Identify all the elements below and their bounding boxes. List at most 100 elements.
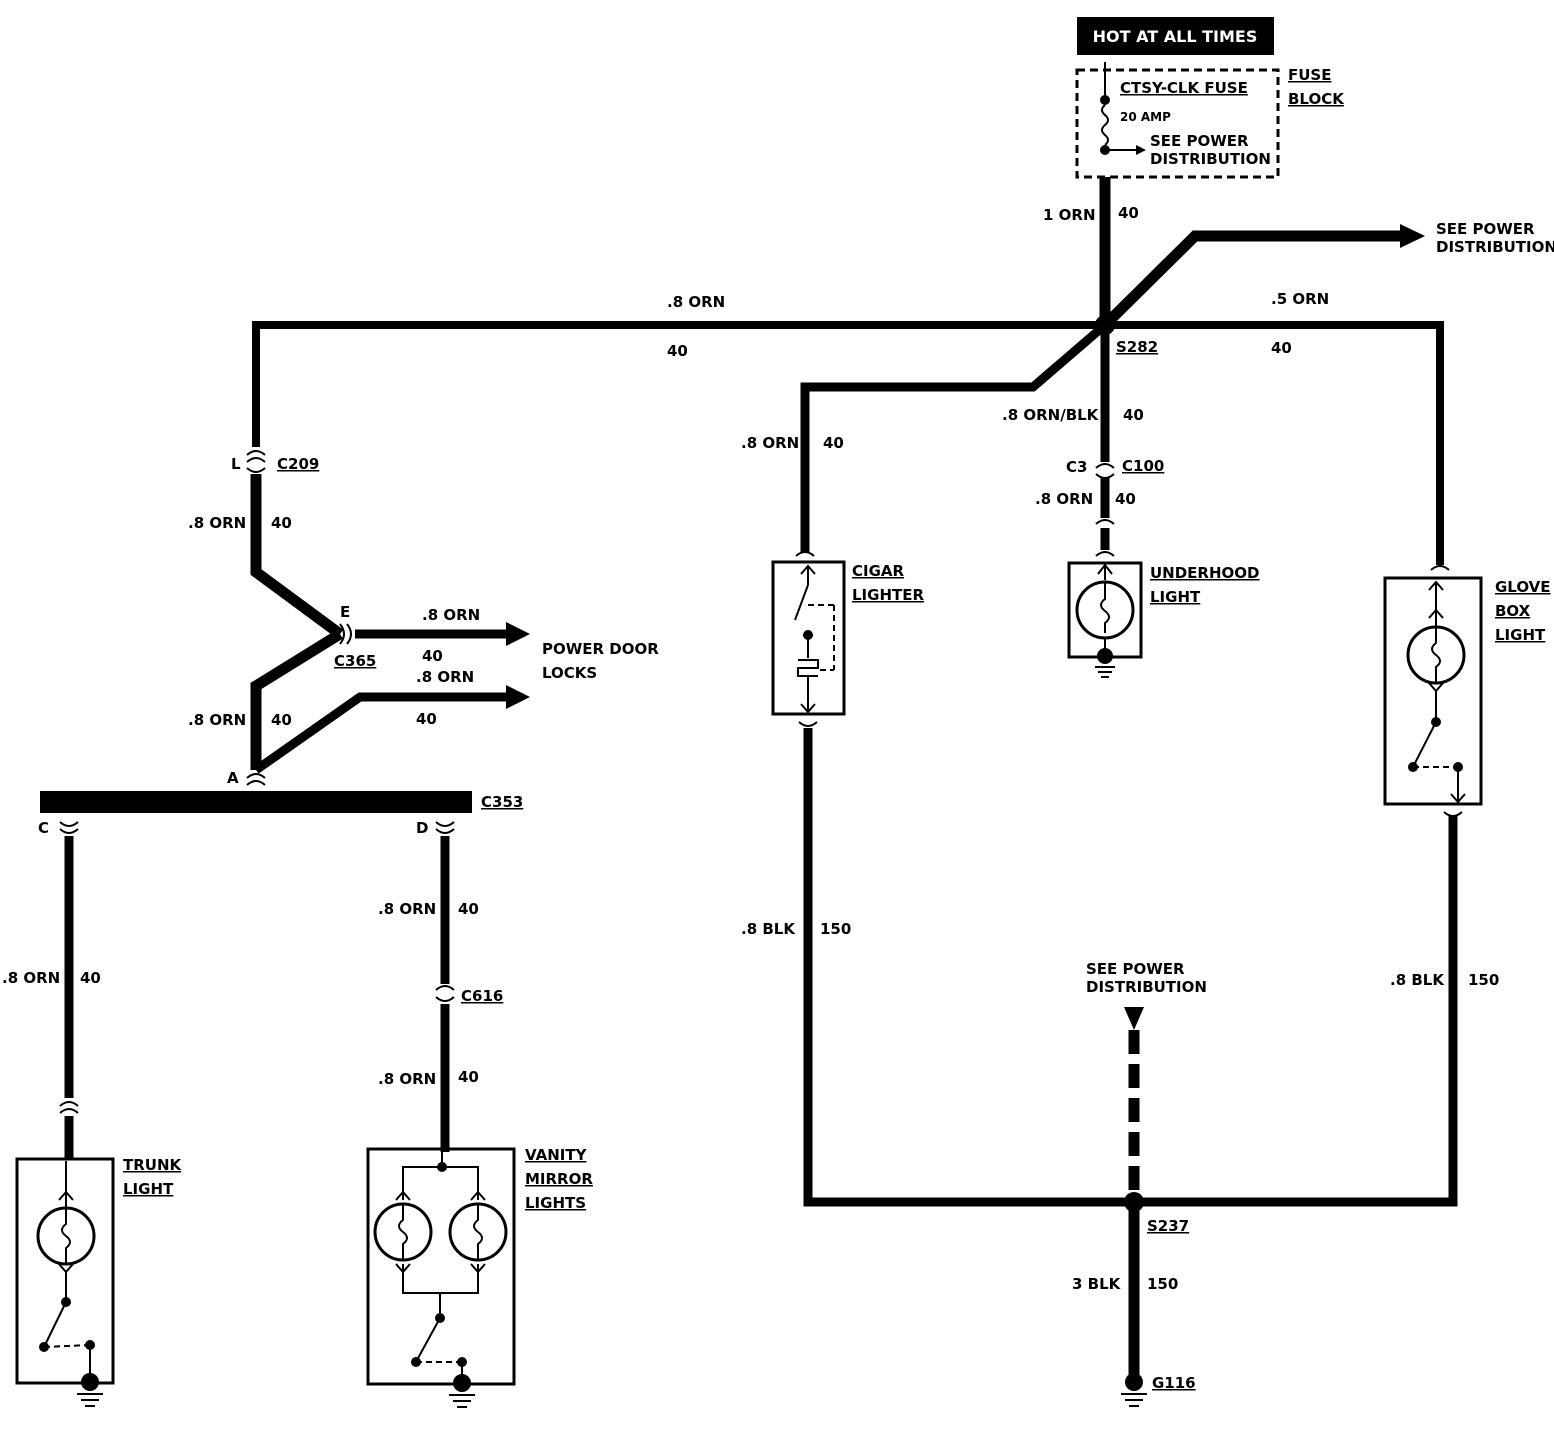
- connector-c365-pin: E: [340, 603, 350, 621]
- power-dist-top-l1: SEE POWER: [1436, 220, 1535, 238]
- vanity-switch-blade: [416, 1317, 441, 1361]
- ground-g116-label: G116: [1152, 1374, 1196, 1392]
- wire-cigar-feed: [800, 321, 1108, 553]
- glove-label-l3: LIGHT: [1495, 626, 1546, 644]
- trunk-switch-dashed: [43, 1344, 91, 1348]
- connector-c353-pin-d: D: [416, 819, 428, 837]
- fuse-see-power-l2: DISTRIBUTION: [1150, 150, 1271, 168]
- connector-c616-label: C616: [461, 987, 503, 1005]
- trunk-filament-icon: [61, 1208, 71, 1264]
- trunk-connector-icon: [59, 1101, 79, 1114]
- connector-c209-top: [246, 450, 266, 463]
- wire-c209-down-circuit: 40: [271, 514, 292, 532]
- cigar-connector-bottom: [798, 721, 818, 727]
- wire-c365-out1-circuit: 40: [422, 647, 443, 665]
- wire-c365-out1-label: .8 ORN: [422, 606, 480, 624]
- splice-s282-label: S282: [1116, 338, 1158, 356]
- glove-connector-top: [1430, 565, 1450, 571]
- hot-at-all-times-label: HOT AT ALL TIMES: [1093, 27, 1258, 46]
- underhood-label-l2: LIGHT: [1150, 588, 1201, 606]
- connector-c353-pin-a: A: [227, 769, 239, 787]
- glove-filament-icon: [1431, 627, 1441, 683]
- wire-cigar-gnd-circuit: 150: [820, 920, 851, 938]
- vanity-parallel-bottom: [402, 1264, 479, 1294]
- connector-c209-bottom: [246, 467, 266, 473]
- vanity-label-l3: LIGHTS: [525, 1194, 586, 1212]
- wire-top-right-label: .5 ORN: [1271, 290, 1329, 308]
- power-door-arrow2-icon: [506, 685, 530, 709]
- connector-c209-pin: L: [231, 455, 241, 473]
- underhood-label-l1: UNDERHOOD: [1150, 564, 1260, 582]
- wire-glove-gnd-circuit: 150: [1468, 971, 1499, 989]
- connector-c100-pin: C3: [1066, 458, 1087, 476]
- connector-c209-label: C209: [277, 455, 319, 473]
- wire-c365-out2-label: .8 ORN: [416, 668, 474, 686]
- ground-g116-dot: [1125, 1373, 1143, 1391]
- cigar-arrow-bottom-icon: [800, 703, 816, 714]
- trunk-light-box: [15, 1157, 115, 1385]
- connector-c616-icon: [435, 985, 455, 1002]
- connector-c365-label: C365: [334, 652, 376, 670]
- glove-arrow-mid-icon: [1428, 608, 1444, 619]
- trunk-switch-blade: [44, 1301, 67, 1346]
- vanity-mirror-lights-box: [366, 1147, 516, 1386]
- glove-connector-bottom: [1443, 811, 1463, 817]
- wire-a-in-circuit: 40: [271, 711, 292, 729]
- vanity-filament-left-icon: [398, 1204, 408, 1260]
- connector-c100-label: C100: [1122, 457, 1164, 475]
- underhood-connector-lower: [1095, 551, 1115, 557]
- cigar-switch-blade: [794, 584, 809, 621]
- wire-c365-to-a: [250, 629, 343, 770]
- connector-c353-pin-c-icon: [59, 821, 79, 834]
- cigar-arrow-top-icon: [800, 564, 816, 575]
- wire-a-in-label: .8 ORN: [188, 711, 246, 729]
- fuse-arrow-icon: [1136, 145, 1146, 155]
- wire-power-dist-top: [1101, 230, 1405, 329]
- trunk-label-l2: LIGHT: [123, 1180, 174, 1198]
- wire-trunk-circuit: 40: [80, 969, 101, 987]
- fuse-element-icon: [1101, 104, 1109, 146]
- underhood-ground-icon: [1095, 666, 1115, 678]
- vanity-arrow-right-top-icon: [470, 1190, 486, 1201]
- trunk-arrow-top-icon: [58, 1190, 74, 1201]
- ground-g116-icon: [1121, 1393, 1147, 1407]
- wire-3-blk-circuit: 150: [1147, 1275, 1178, 1293]
- power-door-locks-l1: POWER DOOR: [542, 640, 659, 658]
- wire-vanity-bot-circuit: 40: [458, 1068, 479, 1086]
- fuse-name: CTSY-CLK FUSE: [1120, 79, 1248, 97]
- connector-c353-pin-d-icon: [435, 821, 455, 834]
- fuse-amperage: 20 AMP: [1120, 110, 1171, 124]
- fuse-terminal-top: [1100, 95, 1110, 105]
- glove-switch-blade: [1413, 721, 1437, 766]
- underhood-arrow-icon: [1097, 563, 1113, 575]
- cigar-label-l1: CIGAR: [852, 562, 905, 580]
- vanity-arrow-left-top-icon: [395, 1190, 411, 1201]
- wire-trunk-label: .8 ORN: [2, 969, 60, 987]
- vanity-parallel-top: [402, 1166, 479, 1200]
- wire-top-right-circuit: 40: [1271, 339, 1292, 357]
- fuse-see-power-l1: SEE POWER: [1150, 132, 1249, 150]
- power-dist-mid-arrow-icon: [1124, 1007, 1144, 1030]
- wire-3-blk-label: 3 BLK: [1072, 1275, 1122, 1293]
- glove-label-l1: GLOVE: [1495, 578, 1551, 596]
- wire-cigar-feed-circuit: 40: [823, 434, 844, 452]
- vanity-label-l2: MIRROR: [525, 1170, 593, 1188]
- wire-underhood-feed-label: .8 ORN/BLK: [1002, 406, 1100, 424]
- trunk-ground-icon: [77, 1393, 103, 1407]
- connector-c353-pin-a-icon: [246, 773, 266, 786]
- glove-label-l2: BOX: [1495, 602, 1531, 620]
- wire-c365-out2: [253, 692, 510, 774]
- power-dist-mid-l2: DISTRIBUTION: [1086, 978, 1207, 996]
- cigar-connector-top: [795, 551, 815, 557]
- wire-1-orn-label: 1 ORN: [1043, 206, 1096, 224]
- wire-vanity-top-circuit: 40: [458, 900, 479, 918]
- cigar-label-l2: LIGHTER: [852, 586, 924, 604]
- connector-c100: [1095, 463, 1115, 479]
- power-dist-top-arrow-icon: [1400, 224, 1425, 248]
- fuse-block-outline: [1075, 68, 1280, 179]
- wire-c209-to-c365: [250, 474, 344, 639]
- wire-top-bus: [252, 321, 1444, 565]
- wire-underhood-feed2-label: .8 ORN: [1035, 490, 1093, 508]
- underhood-filament-icon: [1100, 583, 1110, 633]
